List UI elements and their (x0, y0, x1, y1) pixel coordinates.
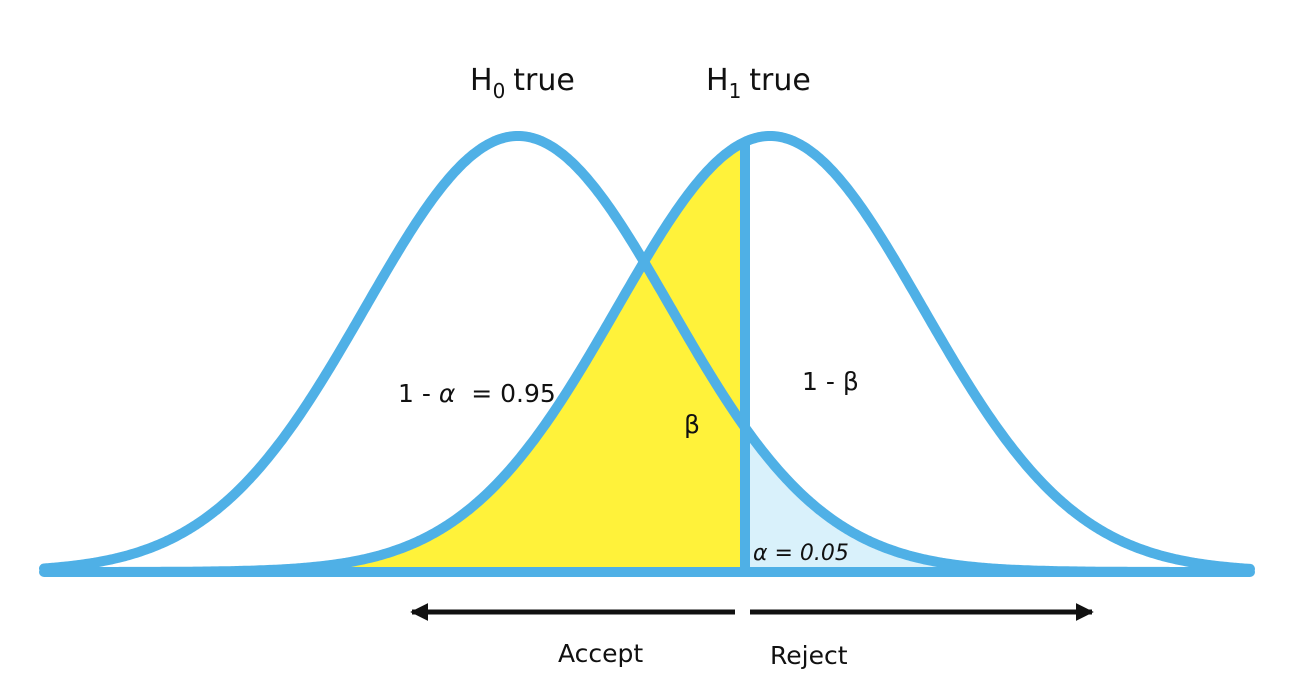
beta-region (300, 142, 745, 573)
accept-label: Accept (558, 639, 643, 668)
alpha-label: α = 0.05 (753, 541, 849, 566)
one-minus-alpha-label: 1 - α = 0.95 (398, 379, 556, 408)
beta-label: β (684, 410, 700, 439)
reject-label: Reject (770, 641, 848, 670)
one-minus-beta-label: 1 - β (802, 367, 859, 396)
alpha-region (745, 427, 960, 572)
